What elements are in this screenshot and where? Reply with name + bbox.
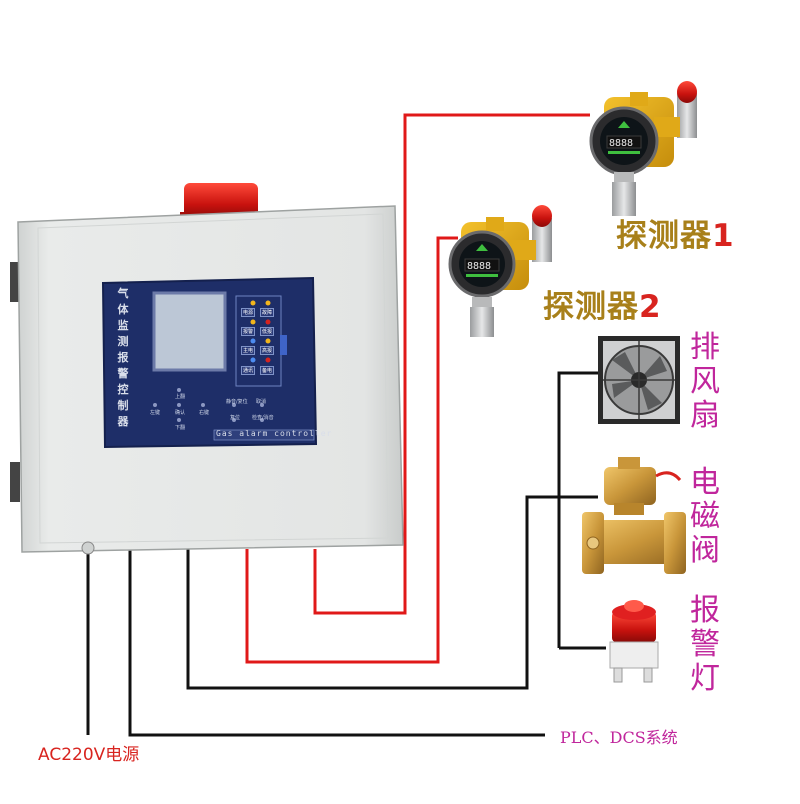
- alarm-light-label-char-2: 警: [690, 627, 720, 662]
- key-left[interactable]: 左键: [150, 410, 161, 416]
- key-cancel[interactable]: 取消: [256, 399, 267, 405]
- fan-link-wire: [557, 371, 598, 648]
- key-up[interactable]: 上翻: [175, 394, 186, 400]
- valve-label-char-3: 阀: [690, 533, 720, 568]
- controller-box: [10, 183, 404, 555]
- fan-label-char-1: 排: [690, 330, 720, 365]
- key-right[interactable]: 右键: [199, 410, 210, 416]
- signal-wires: [245, 113, 590, 664]
- svg-text:8888: 8888: [467, 261, 491, 272]
- lcd-screen: [152, 291, 227, 372]
- panel-title-char-8: 制: [117, 399, 129, 412]
- indicator-alarm: 报警: [241, 327, 256, 336]
- indicator-backup-power: 备电: [260, 366, 275, 375]
- power-label: AC220V电源: [38, 745, 140, 765]
- key-mute-reset[interactable]: 静音/复位: [226, 399, 248, 405]
- detector-1-name: 探测器: [616, 218, 712, 254]
- detector-1-device: 8888: [589, 81, 697, 216]
- detector2-wire: [245, 236, 458, 664]
- valve-label: 电 磁 阀: [685, 466, 725, 568]
- key-confirm[interactable]: 确认: [175, 410, 186, 416]
- panel-vertical-title: 气体监测报警控制器: [116, 286, 130, 430]
- indicator-comm: 通讯: [241, 366, 256, 375]
- panel-subtitle: Gas alarm controller: [216, 429, 333, 438]
- fan-label-char-2: 风: [690, 364, 720, 399]
- detector-2-name: 探测器: [543, 289, 639, 325]
- detector-2-label: 探测器2: [543, 281, 662, 326]
- plc-label: PLC、DCS系统: [560, 728, 678, 747]
- panel-title-char-1: 气: [117, 287, 129, 300]
- detector-2-device: 8888: [448, 205, 552, 337]
- control-wires: [86, 371, 606, 737]
- panel-title-char-4: 测: [117, 335, 129, 348]
- valve-label-char-1: 电: [690, 465, 720, 500]
- controller-alarm-lamp: [184, 183, 258, 219]
- detector1-wire: [313, 113, 590, 615]
- detector-1-number: 1: [712, 218, 735, 254]
- key-down[interactable]: 下翻: [175, 425, 186, 431]
- indicator-fault: 故障: [260, 308, 275, 317]
- svg-text:8888: 8888: [609, 138, 633, 149]
- fan-label: 排 风 扇: [685, 331, 725, 433]
- panel-title-char-5: 报: [117, 351, 129, 364]
- panel-title-char-6: 警: [117, 367, 129, 380]
- panel-title-char-2: 体: [117, 303, 129, 316]
- exhaust-fan-device: [598, 336, 680, 424]
- panel-title-char-3: 监: [117, 319, 129, 332]
- panel-title-char-9: 器: [117, 415, 129, 428]
- indicator-high-alarm: 高报: [260, 346, 275, 355]
- detector-1-label: 探测器1: [616, 210, 735, 255]
- alarm-light-label: 报 警 灯: [685, 594, 725, 696]
- indicator-main-power: 主电: [241, 346, 256, 355]
- alarm-light-device: [609, 600, 659, 683]
- alarm-light-label-char-1: 报: [690, 593, 720, 628]
- fan-label-char-3: 扇: [690, 398, 720, 433]
- alarm-light-label-char-3: 灯: [690, 661, 720, 696]
- panel-title-char-7: 控: [117, 383, 129, 396]
- solenoid-valve-device: [582, 457, 686, 574]
- indicator-low-alarm: 低报: [260, 327, 275, 336]
- plc-wire: [128, 549, 545, 737]
- key-reset[interactable]: 复位: [230, 415, 241, 421]
- detector-2-number: 2: [639, 289, 662, 325]
- indicator-power: 电源: [241, 308, 256, 317]
- valve-label-char-2: 磁: [690, 499, 720, 534]
- key-check-silence[interactable]: 检查/消音: [252, 415, 274, 421]
